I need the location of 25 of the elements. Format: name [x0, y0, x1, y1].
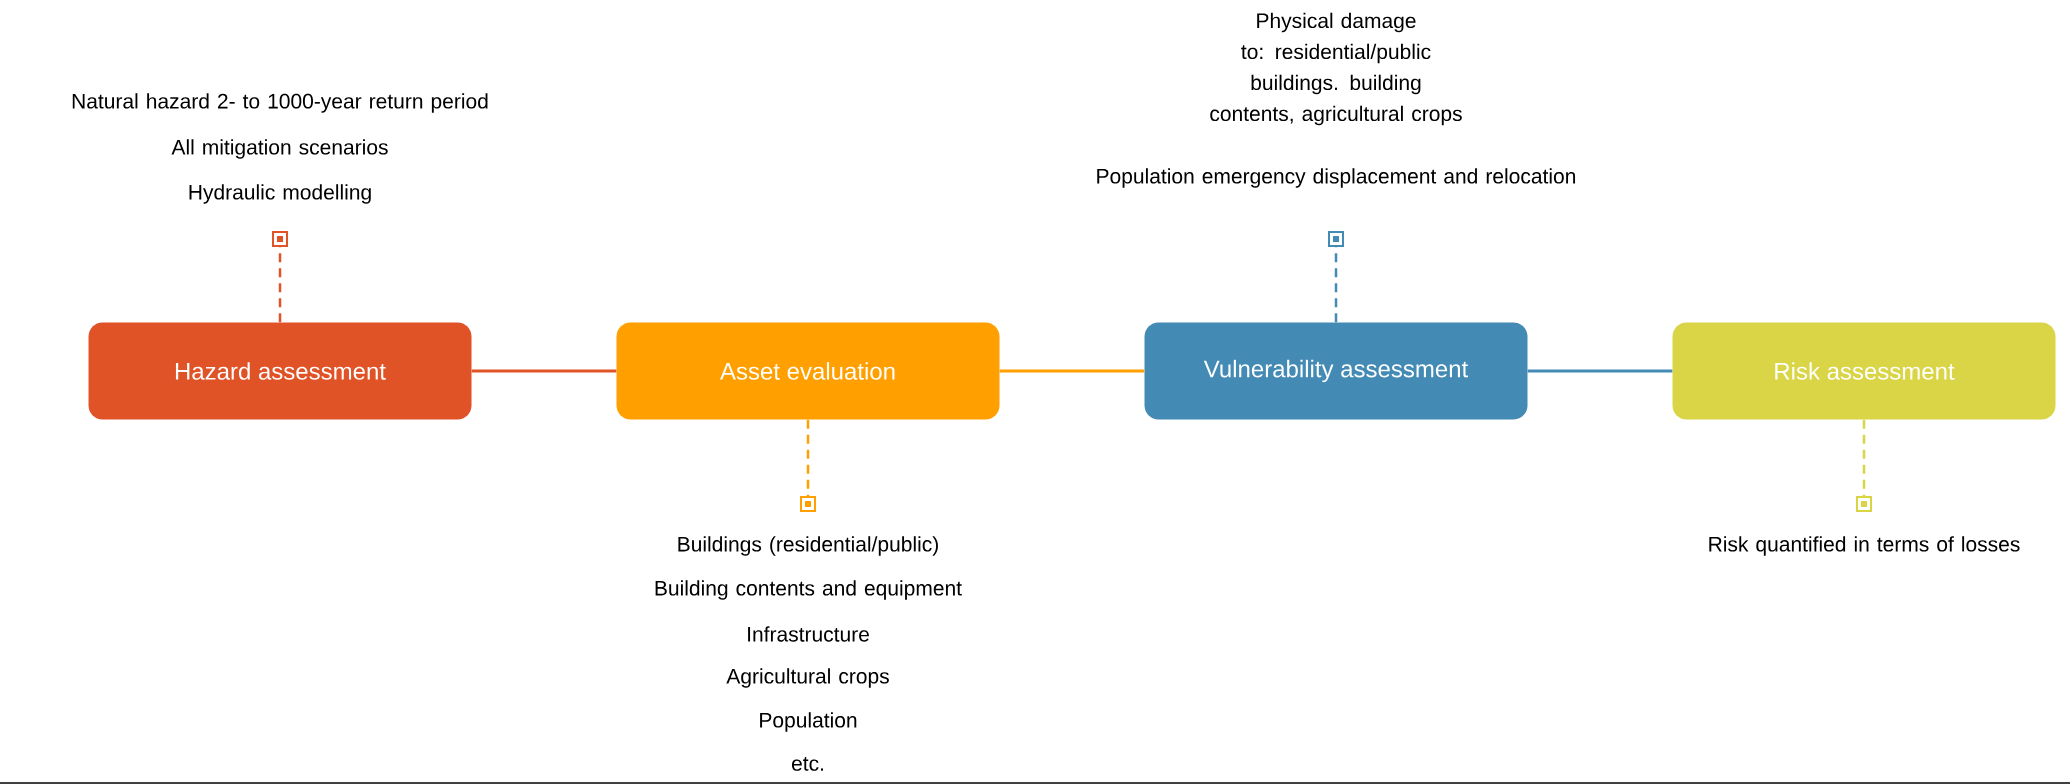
list-item: Population emergency displacement and relocation	[1097, 168, 1576, 188]
marker-square	[272, 231, 288, 247]
marker-square	[1856, 496, 1872, 512]
list-item: Population	[760, 712, 857, 732]
list-item: Building contents and equipment	[655, 580, 962, 600]
list-item: etc.	[792, 757, 823, 771]
list-item: Agricultural crops	[726, 668, 889, 688]
list-item: Natural hazard 2- to 1000-year return period	[72, 93, 488, 113]
process-box: Risk assessment	[1672, 322, 2056, 420]
list-item: Hydraulic modelling	[189, 184, 371, 204]
list-item: Buildings (residential/public)	[678, 536, 938, 556]
process-box: Asset evaluation	[616, 322, 1000, 420]
connector-line	[471, 369, 617, 373]
leader-line	[806, 419, 810, 496]
process-box: Hazard assessment	[88, 322, 472, 420]
list-item: Physical damage to: residential/public buildings. building contents, agricultural crops	[1210, 12, 1462, 126]
list-item: All mitigation scenarios	[171, 139, 388, 159]
marker-square	[800, 496, 816, 512]
connector-line	[1527, 369, 1673, 373]
list-item: Risk quantified in terms of losses	[1709, 536, 2020, 556]
list-item: Infrastructure	[748, 626, 869, 642]
connector-line	[999, 369, 1145, 373]
marker-square	[1328, 231, 1344, 247]
leader-line	[1862, 419, 1866, 496]
process-box: Vulnerability assessment	[1144, 322, 1528, 420]
